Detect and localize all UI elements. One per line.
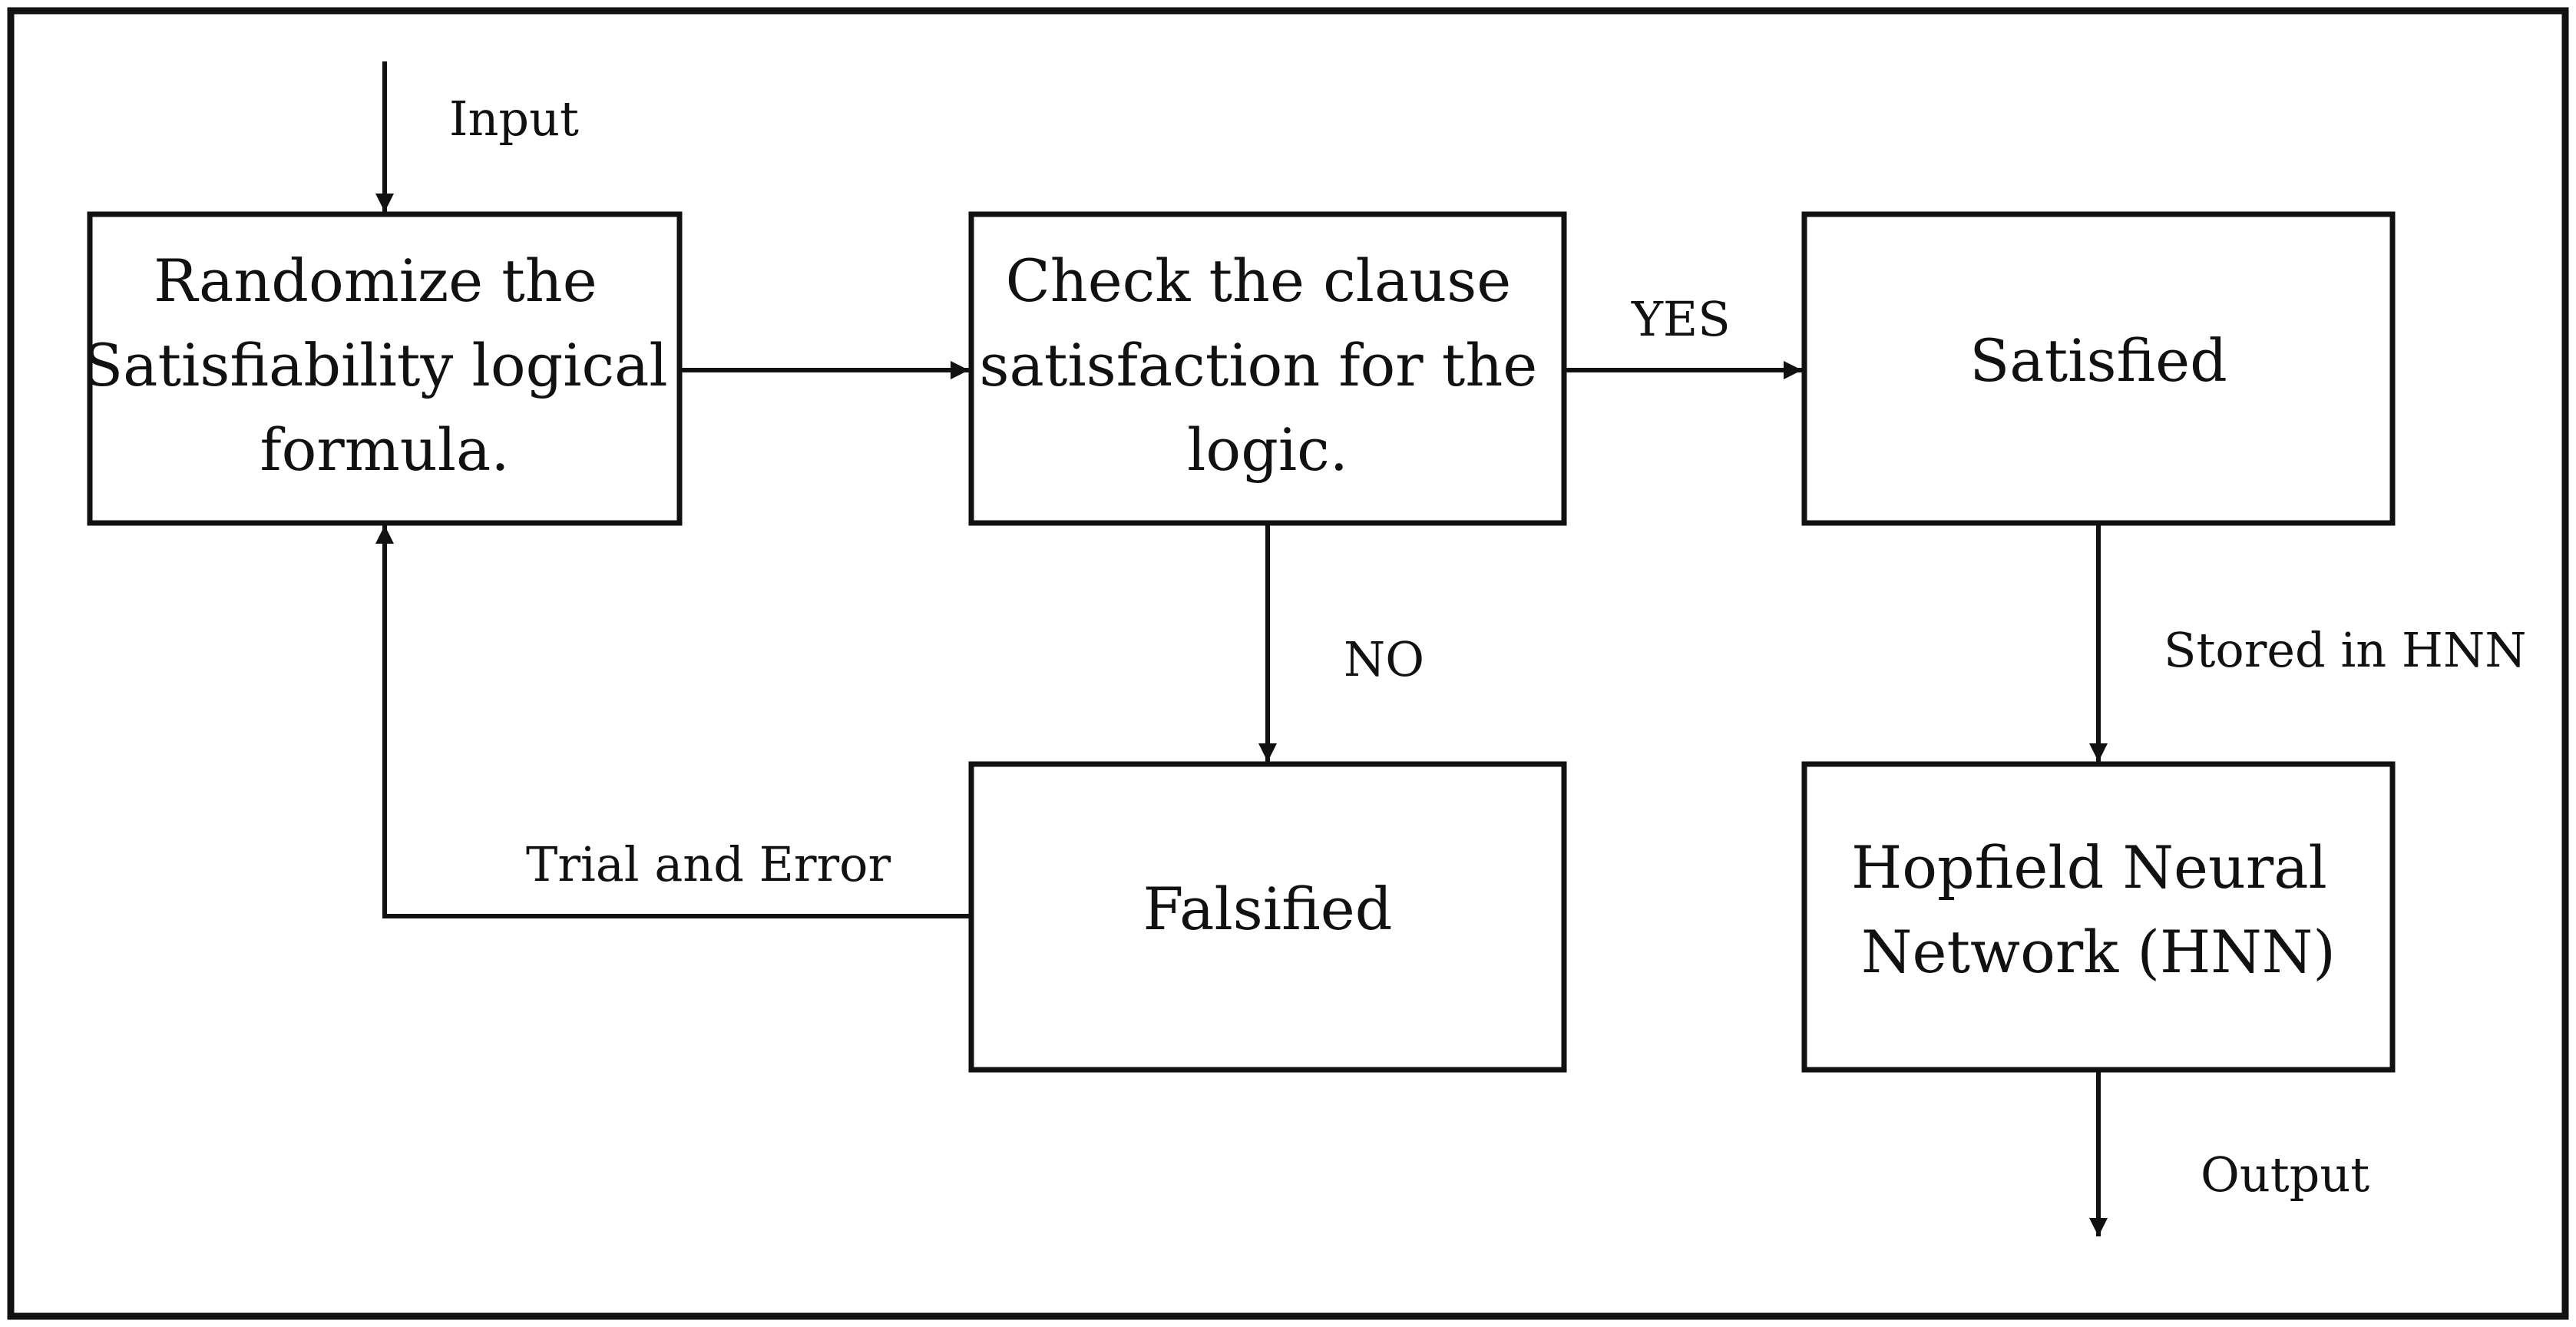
input-label: Input — [449, 91, 579, 147]
svg-text:Satisfied: Satisfied — [1969, 326, 2227, 395]
randomize-formula-box: Randomize the Satisfiability logical for… — [83, 211, 686, 526]
satisfied-label: Satisfied — [1969, 326, 2227, 395]
svg-text:Hopfield Neural Network: Hopfield Neural Network (HNN) — [1851, 833, 2346, 986]
yes-label: YES — [1631, 291, 1731, 347]
randomize-formula-line-1: Randomize the — [154, 247, 597, 315]
trial-and-error-arrow — [375, 525, 971, 918]
svg-text:Falsified: Falsified — [1143, 875, 1393, 943]
trial-and-error-label: Trial and Error — [526, 836, 891, 892]
check-clause-line-3: logic. — [1187, 415, 1348, 484]
check-clause-box: Check the clause satisfaction for the lo… — [968, 211, 1567, 526]
satisfied-box: Satisfied — [1801, 211, 2396, 526]
output-label: Output — [2201, 1147, 2369, 1203]
hopfield-network-box: Hopfield Neural Network (HNN) — [1801, 761, 2396, 1073]
check-clause-line-1: Check the clause — [1006, 247, 1512, 315]
hopfield-network-line-1: Hopfield Neural — [1851, 833, 2327, 902]
falsified-label: Falsified — [1143, 875, 1393, 943]
stored-label: Stored in HNN — [2164, 622, 2526, 678]
randomize-formula-line-2: Satisfiability logical — [83, 331, 668, 399]
hopfield-network-line-2: Network (HNN) — [1861, 918, 2336, 986]
check-clause-line-2: satisfaction for the — [980, 331, 1538, 399]
randomize-formula-line-3: formula. — [260, 415, 509, 484]
outer-frame — [7, 7, 2569, 1320]
svg-text:Randomize the Satisfiabi: Randomize the Satisfiability logical for… — [83, 247, 686, 484]
svg-text:Check the clause satisfa: Check the clause satisfaction for the lo… — [980, 247, 1556, 484]
falsified-box: Falsified — [968, 761, 1567, 1073]
no-label: NO — [1344, 631, 1424, 687]
